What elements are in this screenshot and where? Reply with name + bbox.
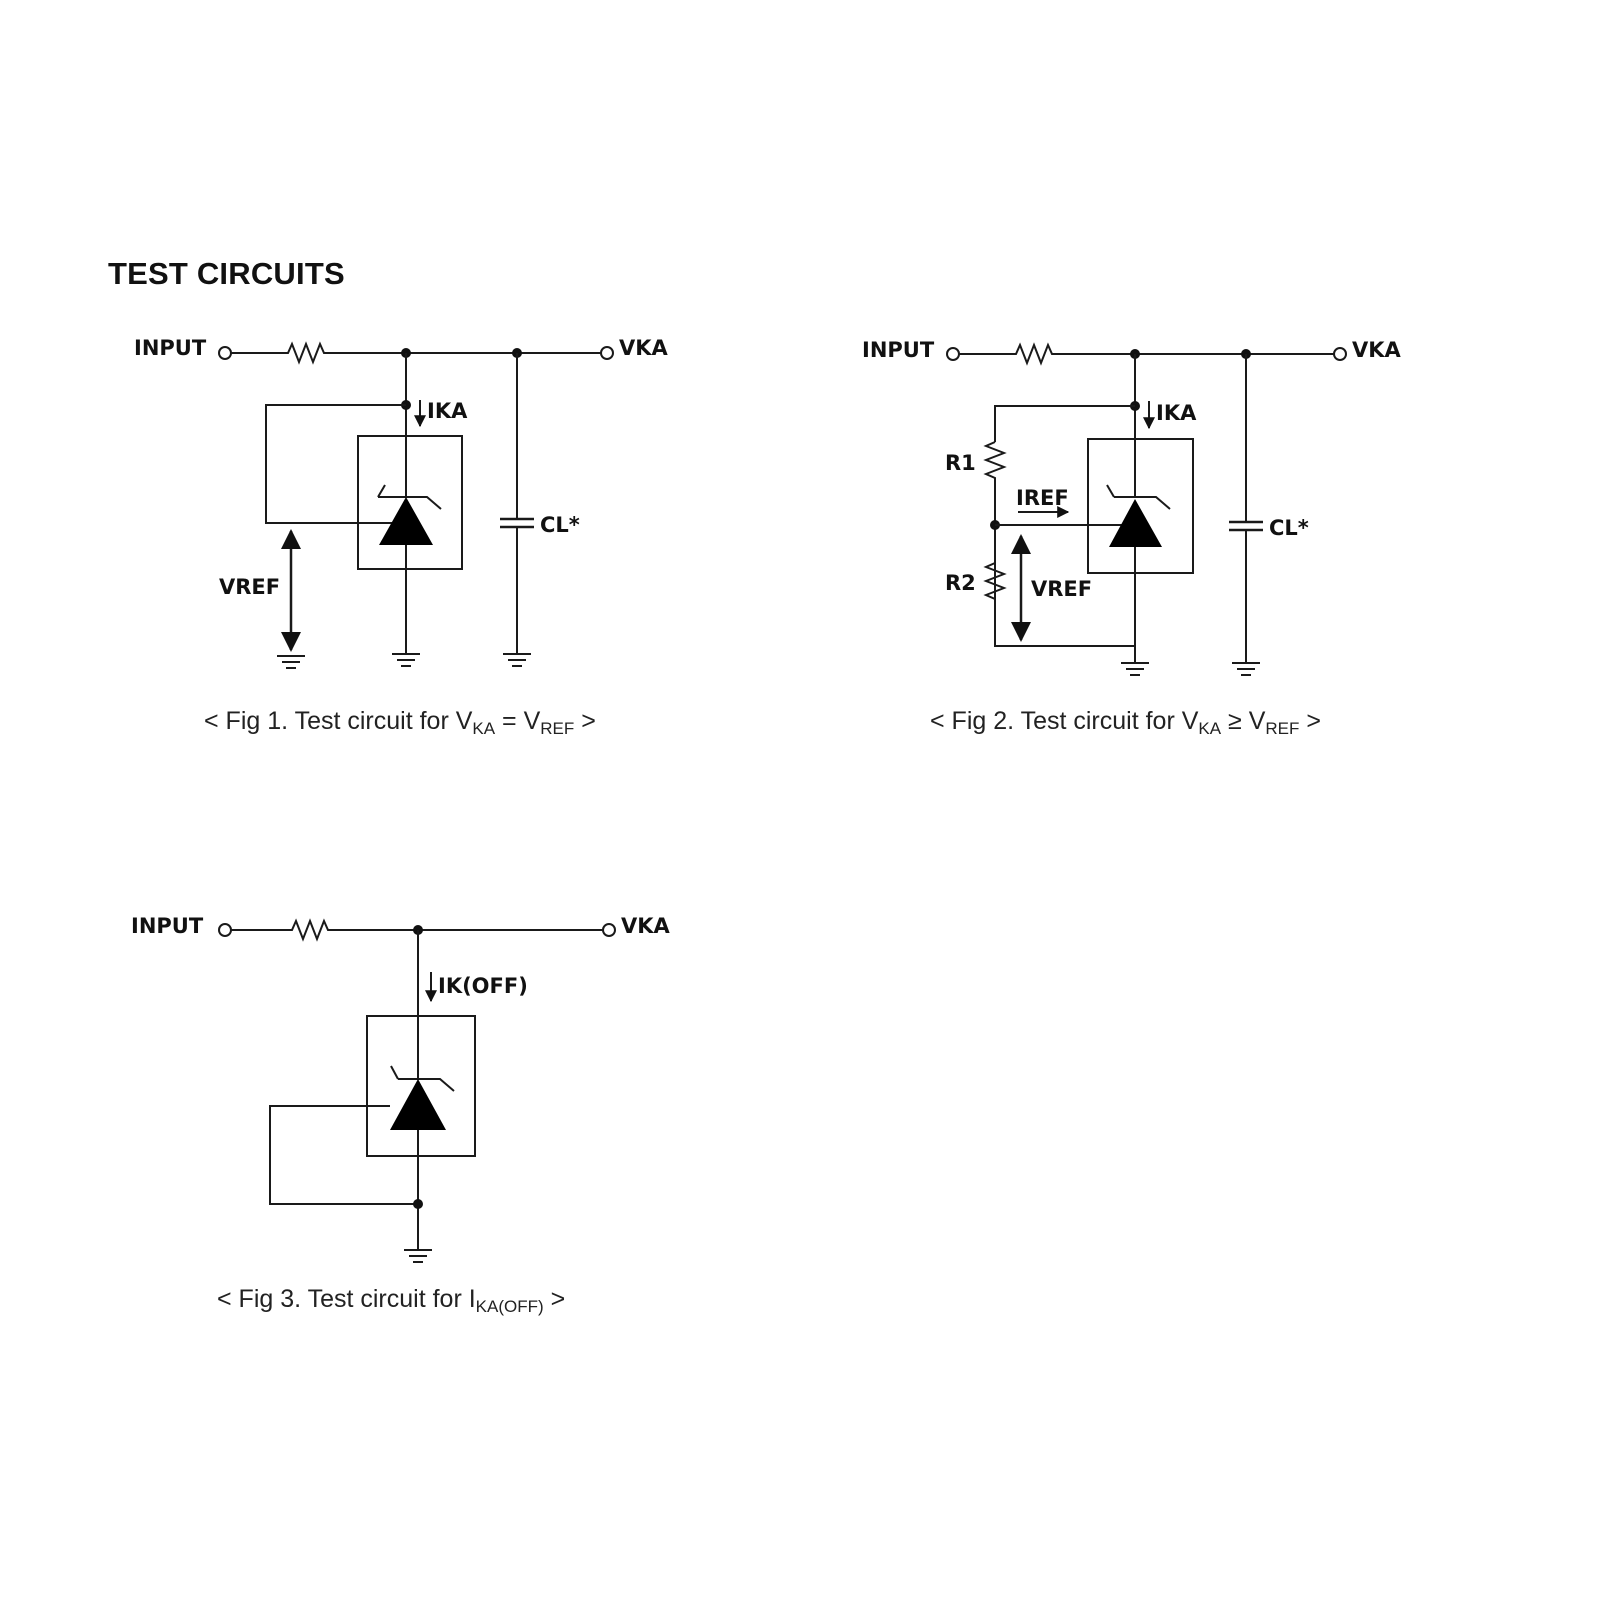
fig3-input-terminal [218, 923, 232, 937]
fig2-input-label: INPUT [862, 338, 935, 362]
fig2-caption-text: < Fig 2. Test circuit for V [930, 707, 1199, 735]
fig3-input-resistor [231, 918, 603, 942]
fig2-ground-icon [1121, 662, 1149, 676]
fig1-input-resistor [231, 341, 601, 365]
fig2-caption-text: ≥ V [1221, 707, 1266, 735]
fig2-cl-label: CL* [1269, 516, 1309, 540]
fig3-vka-label: VKA [621, 914, 671, 938]
fig3-vka-terminal [602, 923, 616, 937]
fig2-caption-sub: REF [1265, 719, 1300, 738]
fig2-r1-label: R1 [945, 451, 976, 475]
fig2-caption-sub: KA [1198, 719, 1222, 738]
fig2-zener-bar [1114, 496, 1171, 510]
fig2-caption-text: > [1299, 707, 1321, 735]
fig2-vka-terminal [1333, 347, 1347, 361]
fig3-input-label: INPUT [131, 914, 204, 938]
fig2-circuit: INPUT VKA IKA R1 IREF R2 VREF [862, 338, 1402, 676]
fig2-regulator-box [1087, 438, 1194, 574]
fig1-cl-label: CL* [540, 513, 580, 537]
fig1-caption-sub: KA [472, 719, 496, 738]
fig2-divider-wire [994, 405, 1135, 442]
fig1-caption-text: = V [495, 707, 541, 735]
fig2-zener-tip [1106, 484, 1115, 498]
page-title: TEST CIRCUITS [108, 256, 345, 291]
fig2-ika-label: IKA [1156, 401, 1197, 425]
fig3-ikoff-label: IK(OFF) [438, 974, 528, 998]
fig3-regulator-diode [390, 1079, 446, 1130]
fig1-circuit: INPUT VKA IKA VREF [134, 336, 669, 669]
fig1-regulator-diode [379, 497, 433, 545]
fig3-node [413, 1199, 423, 1209]
fig2-iref-label: IREF [1016, 486, 1069, 510]
fig1-input-terminal [218, 346, 232, 360]
fig2-input-terminal [946, 347, 960, 361]
fig3-caption-text: > [543, 1285, 566, 1313]
fig3-regulator-box [366, 1015, 476, 1157]
fig2-input-resistor [959, 342, 1334, 366]
fig2-r1-resistor [983, 441, 1007, 602]
fig1-ground-icon [392, 653, 420, 667]
fig3-caption-sub: KA(OFF) [475, 1297, 544, 1316]
fig1-ground-icon [503, 653, 531, 667]
fig3-ground-icon [404, 1249, 432, 1263]
fig3-circuit: INPUT VKA IK(OFF) [131, 914, 671, 1263]
fig1-caption-text: < Fig 1. Test circuit for V [204, 707, 473, 735]
fig3-zener-tip [390, 1065, 399, 1080]
fig1-ika-label: IKA [427, 399, 468, 423]
fig3-caption-text: < Fig 3. Test circuit for I [217, 1285, 476, 1313]
fig1-ref-loop [265, 404, 406, 524]
fig1-input-label: INPUT [134, 336, 207, 360]
fig1-caption-sub: REF [540, 719, 575, 738]
fig1-vka-label: VKA [619, 336, 669, 360]
fig1-vka-terminal [600, 346, 614, 360]
fig1-zener-tip [377, 484, 386, 498]
fig2-regulator-diode [1109, 499, 1162, 547]
fig3-caption: < Fig 3. Test circuit for IKA(OFF) > [217, 1285, 565, 1317]
fig1-caption: < Fig 1. Test circuit for VKA = VREF > [204, 707, 596, 739]
fig2-vka-label: VKA [1352, 338, 1402, 362]
fig1-regulator-box [357, 435, 463, 570]
fig2-ground-icon [1232, 662, 1260, 676]
fig2-vref-label: VREF [1031, 577, 1092, 601]
fig1-vref-label: VREF [219, 575, 280, 599]
fig2-r2-resistor [983, 562, 1135, 647]
fig1-caption-text: > [574, 707, 596, 735]
fig1-ground-icon [277, 655, 305, 669]
fig3-zener-bar [398, 1078, 455, 1092]
fig3-ref-loop [269, 1105, 418, 1205]
fig2-r2-label: R2 [945, 571, 976, 595]
fig2-caption: < Fig 2. Test circuit for VKA ≥ VREF > [930, 707, 1321, 739]
